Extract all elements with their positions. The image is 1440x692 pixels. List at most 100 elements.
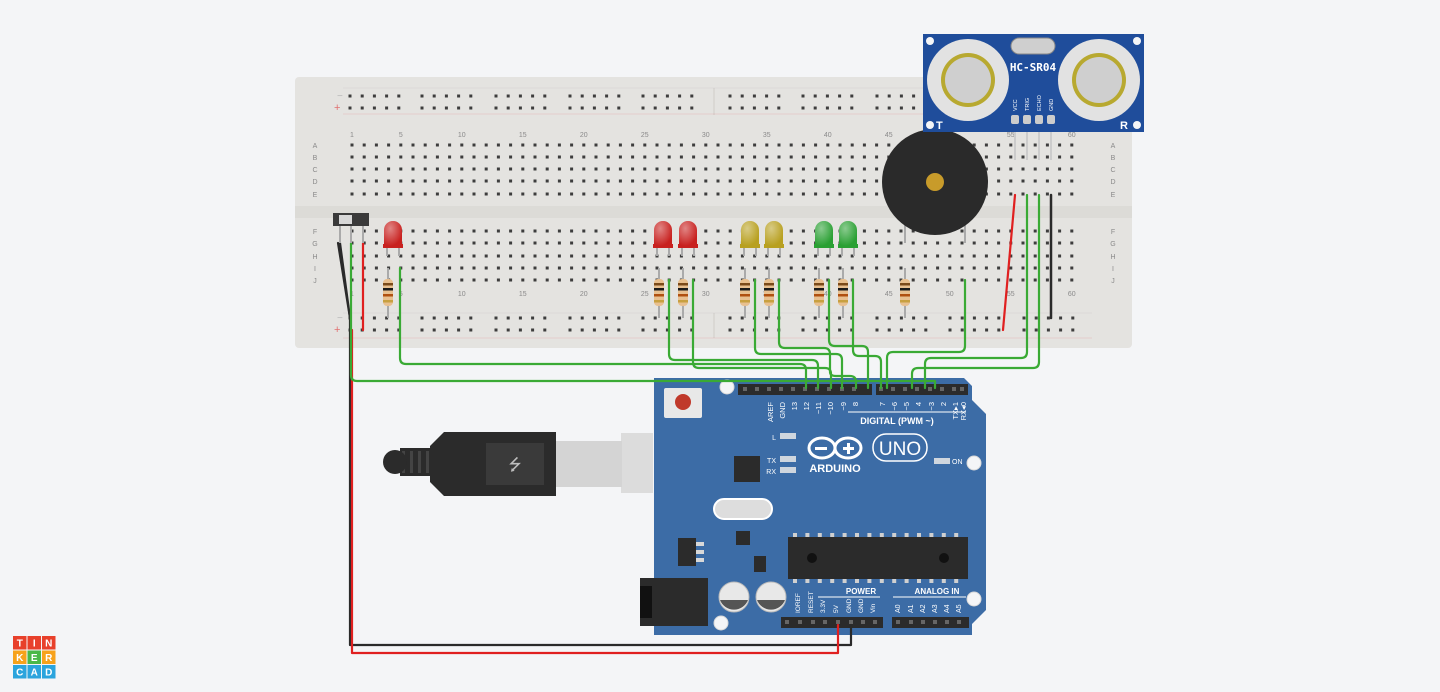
header-pin[interactable] <box>811 620 815 624</box>
digital-header-pins[interactable] <box>743 387 964 391</box>
header-pin[interactable] <box>873 620 877 624</box>
resistor-band <box>678 300 688 303</box>
power-header-pins[interactable] <box>785 620 961 624</box>
chip-pin <box>793 533 797 537</box>
wire-red-5v[interactable] <box>350 241 840 655</box>
breadboard-hole <box>801 278 805 282</box>
header-pin[interactable] <box>779 387 783 391</box>
digital-pin-label: 2 <box>939 402 948 406</box>
resistor[interactable] <box>900 268 910 318</box>
breadboard-hole <box>1070 192 1074 196</box>
rail-hole <box>432 94 436 98</box>
header-pin[interactable] <box>823 620 827 624</box>
header-pin[interactable] <box>791 387 795 391</box>
led[interactable] <box>814 221 834 256</box>
resistor[interactable] <box>814 268 824 318</box>
column-number: 40 <box>824 291 832 298</box>
header-pin[interactable] <box>803 387 807 391</box>
breadboard-hole <box>667 266 671 270</box>
breadboard-hole <box>399 143 403 147</box>
wire-green-led5[interactable] <box>777 278 858 390</box>
breadboard-hole <box>582 155 586 159</box>
wire-green-led6[interactable] <box>827 278 870 390</box>
header-pin[interactable] <box>909 620 913 624</box>
piezo-buzzer[interactable] <box>882 129 988 243</box>
wire-green-echo[interactable] <box>910 193 1041 390</box>
breadboard-hole <box>582 266 586 270</box>
wire-green-switch[interactable] <box>349 241 937 390</box>
wire-green-buzzer[interactable] <box>885 278 967 390</box>
breadboard-hole <box>1045 143 1049 147</box>
resistor[interactable] <box>740 268 750 318</box>
led[interactable] <box>838 221 858 256</box>
resistor[interactable] <box>838 268 848 318</box>
slide-switch[interactable] <box>333 213 369 243</box>
resistor[interactable] <box>383 268 393 318</box>
led[interactable] <box>678 221 698 256</box>
header-pin[interactable] <box>798 620 802 624</box>
header-pin[interactable] <box>861 620 865 624</box>
header-pin[interactable] <box>767 387 771 391</box>
logo-letter: N <box>45 639 52 650</box>
header-pin[interactable] <box>960 387 964 391</box>
wire-green-led7[interactable] <box>851 278 883 390</box>
wire-red-sensor-vcc[interactable] <box>1001 193 1017 332</box>
breadboard-hole <box>1021 254 1025 258</box>
rail-hole <box>924 328 928 332</box>
wire-green-trig[interactable] <box>923 193 1029 390</box>
led-shine <box>654 221 672 246</box>
breadboard-hole <box>1021 229 1025 233</box>
resistor[interactable] <box>678 268 688 318</box>
header-pin[interactable] <box>933 620 937 624</box>
leds[interactable] <box>383 221 858 256</box>
header-pin[interactable] <box>940 387 944 391</box>
resistor-body <box>740 279 750 306</box>
regulator-pin <box>696 550 704 554</box>
small-component <box>754 556 766 572</box>
breadboard-hole <box>972 254 976 258</box>
wire-green-led4[interactable] <box>753 278 844 390</box>
usb-cable[interactable]: ⭍ <box>383 432 653 496</box>
sensor-pin-label: VCC <box>1013 99 1019 111</box>
header-pin[interactable] <box>957 620 961 624</box>
resistor[interactable] <box>764 268 774 318</box>
resistor-body <box>814 279 824 306</box>
header-pin[interactable] <box>921 620 925 624</box>
breadboard-hole <box>704 155 708 159</box>
header-pin[interactable] <box>852 387 856 391</box>
header-pin[interactable] <box>827 387 831 391</box>
header-pin[interactable] <box>903 387 907 391</box>
header-pin[interactable] <box>952 387 956 391</box>
header-pin[interactable] <box>836 620 840 624</box>
led[interactable] <box>383 221 403 256</box>
rail-hole <box>985 328 989 332</box>
header-pin[interactable] <box>815 387 819 391</box>
reset-button[interactable] <box>675 394 691 410</box>
header-pin[interactable] <box>915 387 919 391</box>
header-pin[interactable] <box>785 620 789 624</box>
header-pin[interactable] <box>849 620 853 624</box>
header-pin[interactable] <box>896 620 900 624</box>
header-pin[interactable] <box>945 620 949 624</box>
led[interactable] <box>740 221 760 256</box>
breadboard-hole <box>655 179 659 183</box>
wires[interactable] <box>336 193 1053 655</box>
switch-slider[interactable] <box>339 215 352 224</box>
resistors[interactable] <box>383 268 910 318</box>
header-pin[interactable] <box>928 387 932 391</box>
breadboard-hole <box>801 254 805 258</box>
regulator-pin <box>696 542 704 546</box>
power-pin-label: GND <box>858 598 865 613</box>
resistor[interactable] <box>654 268 664 318</box>
header-pin[interactable] <box>755 387 759 391</box>
led[interactable] <box>653 221 673 256</box>
rail-hole <box>875 94 879 98</box>
header-pin[interactable] <box>891 387 895 391</box>
wire-green-led2[interactable] <box>667 278 820 390</box>
header-pin[interactable] <box>743 387 747 391</box>
led[interactable] <box>764 221 784 256</box>
